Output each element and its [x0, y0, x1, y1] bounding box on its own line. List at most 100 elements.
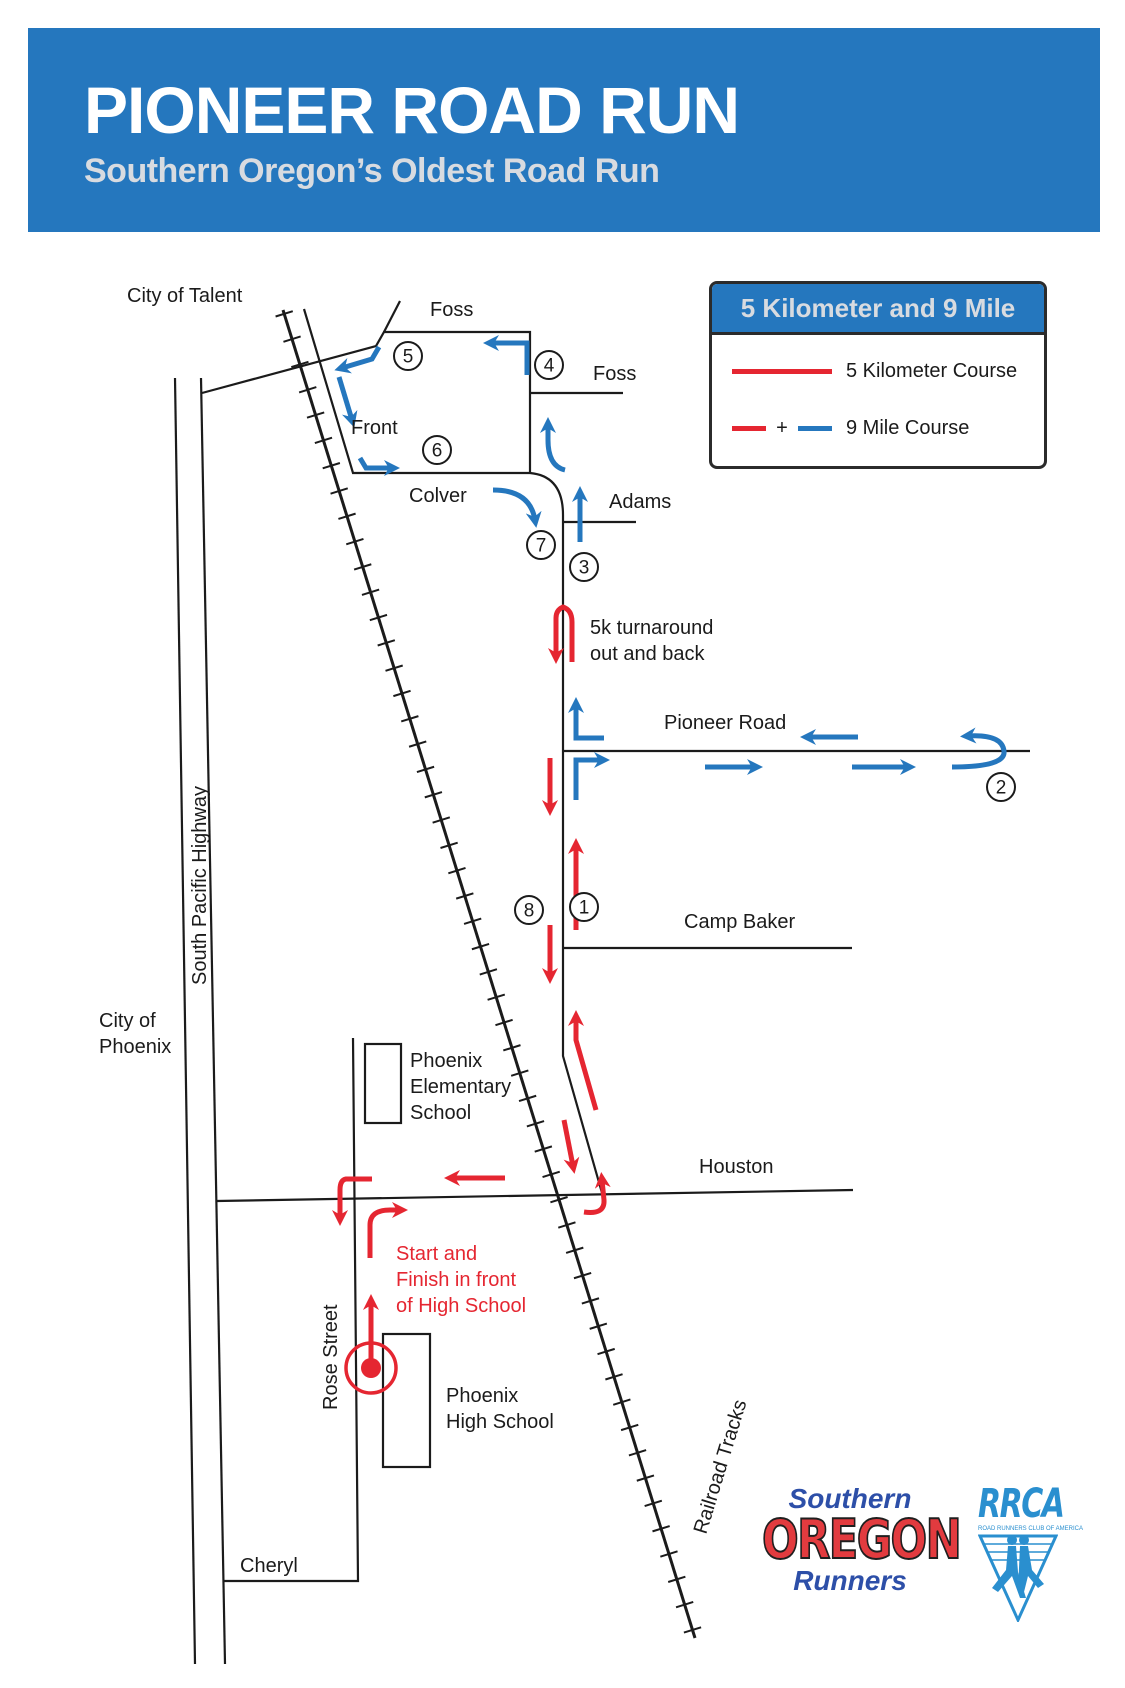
- railroad-tie: [589, 1322, 608, 1330]
- railroad-tie: [495, 1018, 513, 1027]
- highway-west-edge: [173, 377, 197, 1665]
- railroad-tie: [275, 310, 294, 318]
- railroad-tie: [448, 867, 466, 875]
- railroad-tie: [353, 563, 372, 571]
- svg-text:2: 2: [996, 778, 1007, 799]
- railroad-tie: [377, 639, 396, 647]
- high-school-building: [381, 1332, 432, 1469]
- railroad-tie: [628, 1449, 647, 1457]
- road-front-colver: [302, 308, 530, 475]
- label-colver: Colver: [409, 485, 467, 507]
- label-cheryl: Cheryl: [240, 1555, 298, 1577]
- legend-label-5k: 5 Kilometer Course: [846, 359, 1018, 382]
- marker-7: 7: [526, 530, 556, 560]
- label-foss-north: Foss: [430, 299, 473, 321]
- label-high-school-1: Phoenix: [446, 1385, 518, 1407]
- railroad-tie: [471, 942, 490, 951]
- logo-sor-southern: Southern: [788, 1483, 912, 1514]
- arrow-9m-colver-turn: [492, 487, 542, 528]
- marker-1: 1: [569, 892, 599, 922]
- railroad-tie: [565, 1246, 584, 1254]
- logo-rrca-text: RRCA: [978, 1481, 1065, 1527]
- arrow-9m-front-south: [336, 376, 358, 428]
- label-city-of-talent: City of Talent: [127, 285, 243, 307]
- page-title: PIONEER ROAD RUN: [84, 73, 740, 147]
- railroad-line: [281, 309, 697, 1639]
- mile-markers: 1 2 3 4 5 6 7 8: [393, 341, 1016, 925]
- arrow-5k-houston-turn: [583, 1172, 611, 1215]
- legend-label-9mile: 9 Mile Course: [846, 416, 970, 439]
- marker-4: 4: [534, 350, 564, 380]
- arrow-5k-turnaround: [553, 604, 575, 662]
- railroad-tie: [463, 917, 482, 925]
- railroad-tie: [573, 1271, 592, 1280]
- railroad-tie: [550, 1196, 568, 1204]
- south-pacific-highway: [173, 377, 227, 1665]
- southern-oregon-runners-logo: Southern OREGON Runners: [740, 1483, 962, 1614]
- road-rose-cheryl: [223, 1037, 360, 1583]
- railroad-tie: [636, 1474, 655, 1482]
- railroad-tie: [298, 386, 317, 394]
- label-camp-baker: Camp Baker: [684, 911, 795, 933]
- legend: 5 Kilometer and 9 Mile 5 Kilometer Cours…: [709, 281, 1047, 469]
- legend-swatch-blue: [798, 425, 832, 431]
- legend-plus: +: [776, 416, 788, 439]
- elementary-school-building: [363, 1042, 403, 1125]
- marker-5: 5: [393, 341, 423, 371]
- legend-title: 5 Kilometer and 9 Mile: [712, 284, 1044, 335]
- railroad-tie: [416, 765, 435, 774]
- railroad-tie: [652, 1525, 670, 1533]
- label-front: Front: [351, 417, 398, 439]
- svg-text:4: 4: [544, 356, 555, 377]
- label-south-pacific-highway: South Pacific Highway: [189, 786, 211, 985]
- label-turnaround-1: 5k turnaround: [590, 617, 713, 639]
- arrow-5k-south-3: [561, 1119, 580, 1174]
- railroad-tie: [290, 360, 309, 369]
- railroad-tie: [330, 487, 349, 495]
- legend-item-5k: 5 Kilometer Course: [732, 356, 1017, 386]
- railroad-tie: [322, 462, 341, 470]
- railroad-tie: [314, 436, 333, 444]
- railroad-tie: [612, 1398, 631, 1406]
- svg-text:5: 5: [403, 347, 414, 368]
- arrow-5k-main-north: [567, 1009, 599, 1111]
- railroad-tie: [393, 689, 411, 698]
- label-high-school-2: High School: [446, 1411, 554, 1433]
- start-dot: [361, 1358, 381, 1378]
- arrow-9m-turnaround: [951, 727, 1007, 770]
- label-elementary-2: Elementary: [410, 1076, 511, 1098]
- railroad-tie: [542, 1170, 561, 1178]
- highway-east-edge: [199, 377, 227, 1665]
- arrow-9m-loop-north: [539, 416, 566, 473]
- logo-rrca-subtitle: ROAD RUNNERS CLUB OF AMERICA: [978, 1526, 1084, 1532]
- railroad-tie: [510, 1069, 529, 1077]
- label-city-of-phoenix-1: City of: [99, 1010, 156, 1032]
- railroad-tie: [667, 1575, 686, 1583]
- railroad-tie: [424, 791, 443, 799]
- label-houston: Houston: [699, 1156, 774, 1178]
- railroad-tie: [526, 1120, 545, 1128]
- label-start-finish-3: of High School: [396, 1295, 526, 1317]
- railroad-tie: [518, 1094, 537, 1103]
- railroad-tie: [620, 1423, 639, 1432]
- page-subtitle: Southern Oregon’s Oldest Road Run: [84, 152, 660, 190]
- railroad-tie: [306, 411, 325, 419]
- rrca-logo: RRCA ROAD RUNNERS CLUB OF AMERICA: [977, 1481, 1084, 1624]
- svg-text:3: 3: [579, 558, 590, 579]
- railroad-tie: [440, 841, 458, 849]
- arrow-9m-turn-east: [573, 751, 611, 800]
- svg-text:1: 1: [579, 898, 590, 919]
- arrow-5k-rose-south: [331, 1176, 372, 1227]
- label-turnaround-2: out and back: [590, 643, 706, 665]
- five-k-course: [331, 604, 611, 1368]
- railroad-tie: [503, 1044, 521, 1052]
- road-main-north-south: [529, 471, 604, 1194]
- railroad-tie: [660, 1550, 678, 1558]
- label-adams: Adams: [609, 491, 671, 513]
- railroad-tie: [361, 588, 380, 596]
- railroad-tie: [432, 816, 451, 824]
- start-ring: [344, 1341, 398, 1395]
- railroad-tie: [605, 1373, 623, 1381]
- label-city-of-phoenix-2: Phoenix: [99, 1036, 171, 1058]
- railroad-tracks: [275, 309, 702, 1639]
